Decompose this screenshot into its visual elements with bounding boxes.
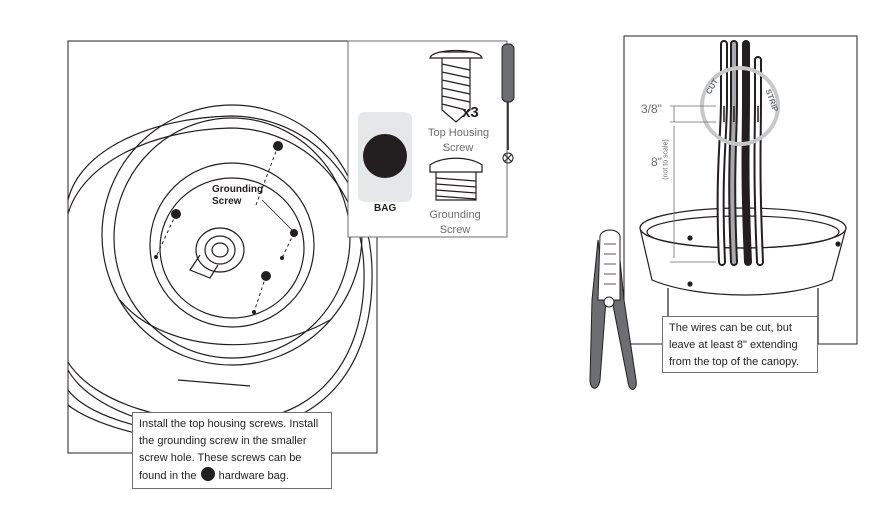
- fan-housing: [67, 104, 373, 446]
- right-instruction-callout: The wires can be cut, but leave at least…: [662, 316, 818, 373]
- bag-label: BAG: [374, 203, 397, 214]
- not-to-scale-note: (not to scale): [662, 139, 670, 180]
- strip-dimension-label: 3/8": [641, 102, 662, 116]
- housing-screws: [154, 141, 298, 314]
- pliers-icon: [589, 229, 637, 390]
- grounding-screw-inset-label: Grounding Screw: [429, 209, 481, 236]
- screw-count-label: x3: [462, 104, 479, 121]
- grounding-leader: [261, 199, 293, 231]
- grounding-screw-label: Grounding Screw: [212, 184, 264, 207]
- dimension-lines: [670, 105, 716, 263]
- top-housing-screw-icon: [429, 49, 483, 123]
- right-frame: [623, 35, 858, 345]
- wire-tips: [723, 106, 759, 122]
- bag-dot-icon: [363, 134, 407, 178]
- screwdriver-icon: [501, 43, 515, 164]
- length-dimension-label: 8": [651, 155, 662, 169]
- grounding-screw-icon: [429, 157, 483, 201]
- hardware-bag-dot-icon: [200, 467, 215, 481]
- left-instruction-callout: Install the top housing screws. Install …: [132, 412, 332, 489]
- top-housing-screw-label: Top Housing Screw: [428, 127, 490, 154]
- screw-guides: [155, 145, 295, 313]
